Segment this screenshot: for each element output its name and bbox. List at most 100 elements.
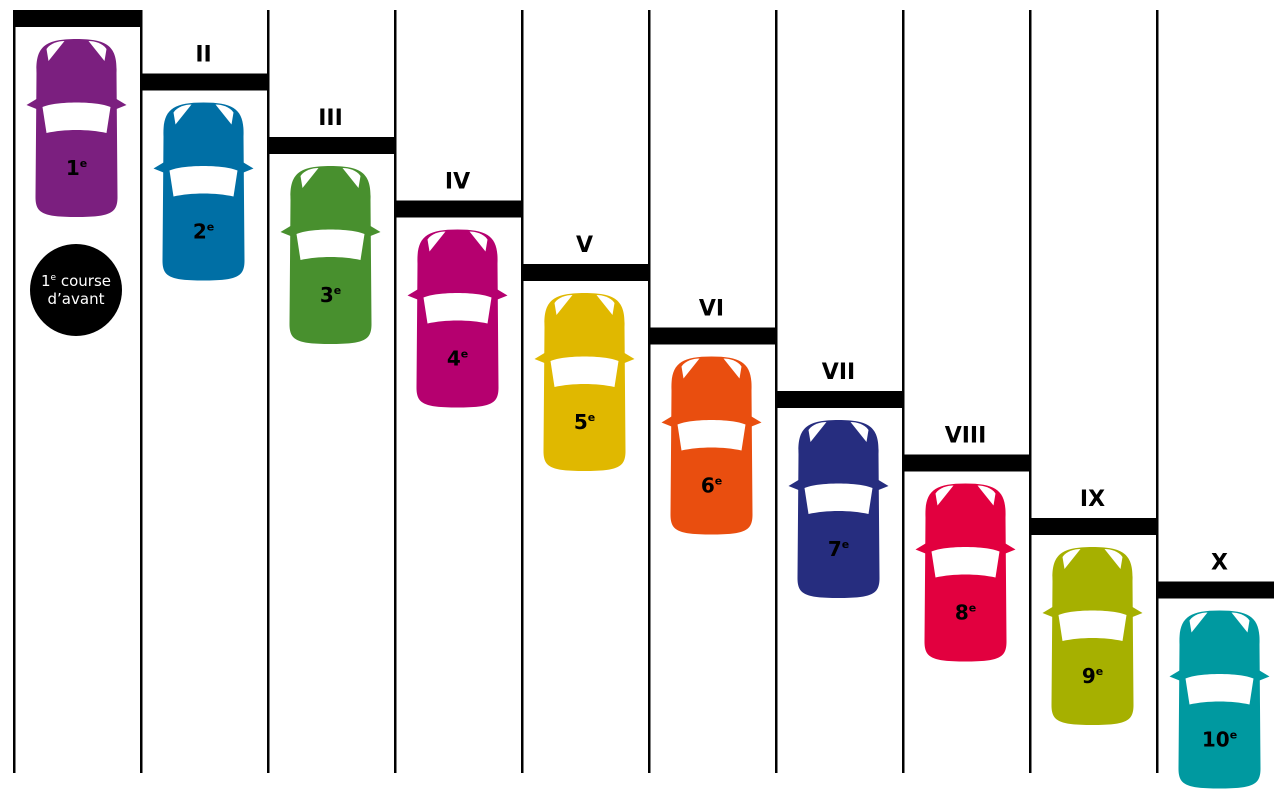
grid-line-9 xyxy=(1029,518,1157,535)
car-windshield xyxy=(1058,610,1127,641)
car-headlight-left xyxy=(1062,549,1081,569)
grid-slot-10: X 10e xyxy=(1156,551,1274,789)
row-number-label: VII xyxy=(822,360,855,385)
row-number-label: VIII xyxy=(945,424,987,449)
car-headlight-right xyxy=(215,104,234,125)
car-mirror-right xyxy=(497,289,508,300)
row-number-label: VI xyxy=(699,297,724,322)
grid-line-7 xyxy=(775,391,903,408)
car-2: 2e xyxy=(153,102,254,281)
car-6: 6e xyxy=(661,356,762,535)
car-position-label: 9e xyxy=(1082,664,1103,688)
grid-slot-6: VI 6e xyxy=(648,297,776,535)
lane-divider-4 xyxy=(521,10,524,773)
car-windshield xyxy=(169,166,238,197)
grid-slot-5: V5e xyxy=(521,233,649,471)
car-mirror-left xyxy=(26,99,37,109)
car-mirror-right xyxy=(624,353,635,363)
car-mirror-left xyxy=(534,353,545,363)
car-position-label: 3e xyxy=(320,283,341,307)
car-headlight-right xyxy=(1104,549,1123,569)
car-windshield xyxy=(550,356,619,387)
car-headlight-right xyxy=(723,358,742,379)
car-windshield xyxy=(296,229,365,260)
car-3: 3e xyxy=(280,166,381,344)
car-mirror-left xyxy=(1042,607,1053,617)
car-mirror-left xyxy=(280,226,291,236)
row-number-label: II xyxy=(195,43,211,68)
car-windshield xyxy=(42,102,111,133)
car-mirror-right xyxy=(243,162,254,173)
row-number-label: X xyxy=(1211,551,1228,576)
lane-divider-1 xyxy=(140,10,143,773)
badge-circle xyxy=(30,244,122,336)
lane-divider-2 xyxy=(267,10,270,773)
lane-divider-7 xyxy=(902,10,905,773)
car-mirror-left xyxy=(407,289,418,300)
lane-divider-9 xyxy=(1156,10,1159,773)
car-headlight-left xyxy=(173,104,192,125)
car-10: 10e xyxy=(1169,610,1270,789)
car-mirror-left xyxy=(788,480,799,490)
car-mirror-right xyxy=(1259,670,1270,681)
car-windshield xyxy=(804,483,873,514)
grid-slot-1: 1e xyxy=(13,10,141,217)
grid-line-3 xyxy=(267,137,395,154)
car-position-label: 8e xyxy=(955,601,976,625)
car-mirror-left xyxy=(153,162,164,173)
row-number-label: III xyxy=(318,106,343,131)
row-number-label: IX xyxy=(1080,487,1105,512)
car-5: 5e xyxy=(534,293,635,471)
grid-line-8 xyxy=(902,454,1030,472)
grid-line-4 xyxy=(394,200,522,218)
car-headlight-left xyxy=(427,231,446,252)
grid-line-1 xyxy=(13,10,141,27)
car-7: 7e xyxy=(788,420,889,598)
grid-slot-4: IV 4e xyxy=(394,170,522,408)
grid-slot-7: VII 7e xyxy=(775,360,903,598)
car-mirror-right xyxy=(1005,543,1016,554)
car-windshield xyxy=(423,293,492,324)
car-windshield xyxy=(1185,674,1254,705)
car-headlight-left xyxy=(1189,612,1208,633)
car-headlight-right xyxy=(342,168,361,188)
car-headlight-right xyxy=(1231,612,1250,633)
grid-slot-9: IX 9e xyxy=(1029,487,1157,725)
car-headlight-right xyxy=(469,231,488,252)
badge-line-2: d’avant xyxy=(48,290,105,308)
car-1: 1e xyxy=(26,39,127,217)
car-headlight-left xyxy=(300,168,319,188)
car-mirror-right xyxy=(878,480,889,490)
row-number-label: IV xyxy=(445,170,470,195)
car-headlight-right xyxy=(850,422,869,442)
car-position-label: 5e xyxy=(574,410,595,434)
grid-line-6 xyxy=(648,327,776,345)
car-mirror-left xyxy=(1169,670,1180,681)
car-position-label: 2e xyxy=(193,220,214,244)
car-9: 9e xyxy=(1042,547,1143,725)
car-headlight-left xyxy=(554,295,573,315)
car-headlight-left xyxy=(808,422,827,442)
lane-divider-3 xyxy=(394,10,397,773)
car-windshield xyxy=(677,420,746,451)
lane-divider-5 xyxy=(648,10,651,773)
lane-divider-0 xyxy=(13,10,16,773)
car-mirror-right xyxy=(370,226,381,236)
grid-slot-2: II 2e xyxy=(140,43,268,281)
car-mirror-left xyxy=(661,416,672,427)
car-position-label: 1e xyxy=(66,156,87,180)
car-mirror-left xyxy=(915,543,926,554)
car-4: 4e xyxy=(407,229,508,408)
grid-slot-8: VIII 8e xyxy=(902,424,1030,662)
car-headlight-left xyxy=(46,41,65,61)
car-8: 8e xyxy=(915,483,1016,662)
car-mirror-right xyxy=(1132,607,1143,617)
car-headlight-right xyxy=(977,485,996,506)
car-headlight-right xyxy=(596,295,615,315)
car-headlight-left xyxy=(681,358,700,379)
car-position-label: 7e xyxy=(828,537,849,561)
car-position-label: 10e xyxy=(1202,728,1237,752)
car-mirror-right xyxy=(751,416,762,427)
